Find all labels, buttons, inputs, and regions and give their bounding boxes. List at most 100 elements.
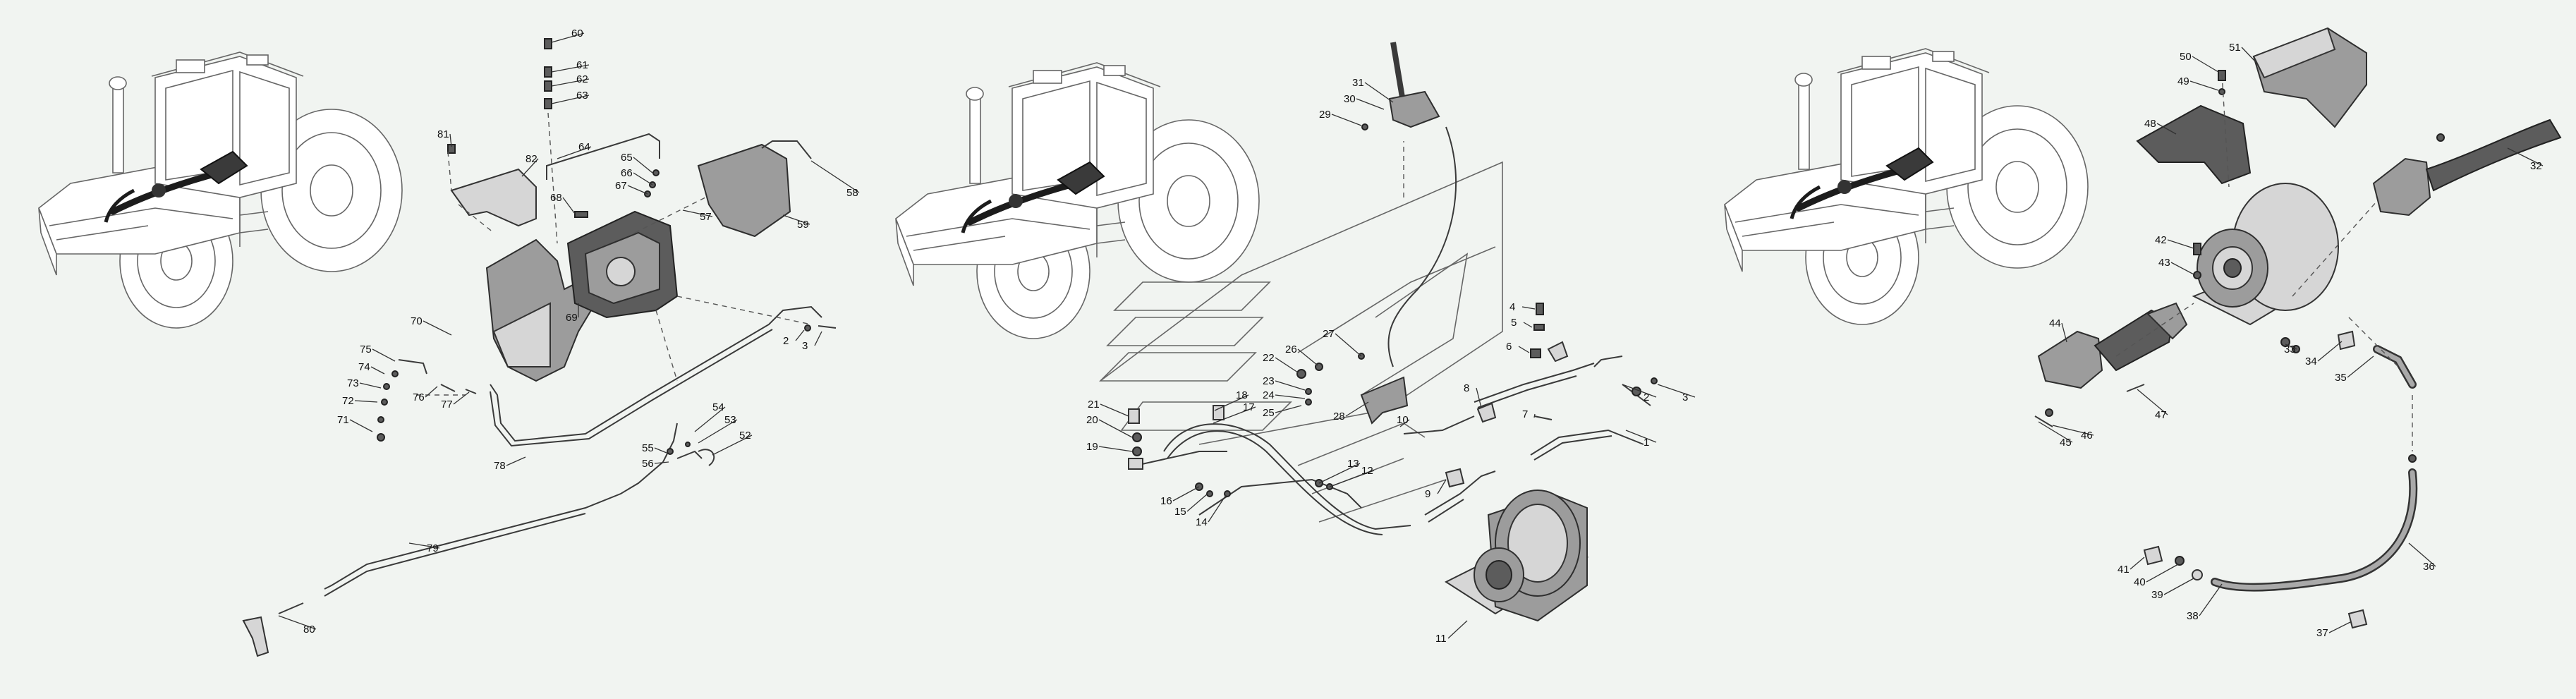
leader-line (354, 400, 378, 403)
part-callout-number: 37 (2316, 627, 2328, 639)
leader-line (551, 78, 590, 87)
part-callout-number: 40 (2134, 576, 2146, 588)
leader-line (2061, 322, 2067, 343)
part-callout-number: 61 (576, 59, 588, 71)
leader-line (370, 366, 385, 375)
part-callout-number: 66 (621, 167, 633, 179)
part-callout-number: 72 (342, 395, 354, 407)
leader-line (2130, 557, 2145, 570)
leader-line (1275, 405, 1302, 413)
leader-line (551, 95, 590, 104)
leader-line (2052, 425, 2094, 436)
leader-line (1172, 486, 1200, 502)
leader-line (1437, 479, 1447, 494)
part-callout-number: 62 (576, 73, 588, 85)
part-callout-number: 38 (2187, 610, 2199, 622)
leader-line (1476, 387, 1482, 408)
tractor-illustration-1 (39, 52, 402, 328)
part-callout-number: 17 (1243, 401, 1255, 413)
part-callout-number: 65 (621, 152, 633, 164)
part-callout-number: 39 (2151, 589, 2163, 601)
leader-line (2192, 56, 2219, 73)
leader-line (1345, 401, 1369, 417)
part-callout-number: 49 (2177, 75, 2189, 87)
leader-line (1521, 306, 1536, 310)
leader-line (372, 348, 396, 362)
part-callout-number: 76 (413, 391, 425, 403)
part-callout-number: 24 (1263, 389, 1275, 401)
leader-line (1329, 470, 1375, 487)
part-callout-number: 14 (1196, 516, 1208, 528)
part-callout-number: 81 (437, 128, 449, 140)
part-callout-number: 58 (846, 187, 858, 199)
part-callout-number: 79 (427, 542, 439, 554)
leader-line (1447, 620, 1468, 639)
part-callout-number: 56 (642, 458, 654, 470)
part-callout-number: 75 (360, 344, 372, 355)
part-callout-number: 60 (571, 28, 583, 39)
leader-line (2199, 583, 2223, 616)
part-callout-number: 11 (1435, 633, 1447, 645)
part-callout-number: 44 (2049, 317, 2061, 329)
leader-line (521, 158, 539, 177)
leader-line (1098, 446, 1133, 452)
part-callout-number: 32 (2530, 160, 2542, 172)
part-callout-number: 8 (1464, 382, 1469, 394)
leader-line (795, 329, 805, 341)
leader-line (2146, 564, 2179, 583)
leader-line (1518, 346, 1530, 353)
part-callout-number: 20 (1086, 414, 1098, 426)
part-callout-number: 80 (303, 624, 315, 636)
panel-3-parts (2034, 27, 2562, 629)
part-callout-number: 28 (1333, 411, 1345, 423)
leader-line (2241, 47, 2258, 64)
leader-line (1356, 98, 1385, 110)
part-callout-number: 3 (802, 340, 808, 352)
leader-line (408, 542, 440, 549)
part-callout-number: 31 (1352, 77, 1364, 89)
leader-line (810, 160, 860, 193)
part-callout-number: 71 (337, 414, 349, 426)
leader-line (551, 64, 590, 73)
part-callout-number: 78 (494, 460, 506, 472)
leader-line (557, 146, 592, 159)
leader-line (654, 447, 667, 454)
part-callout-number: 2 (1644, 391, 1649, 403)
leader-line (2317, 341, 2343, 362)
part-callout-number: 15 (1174, 506, 1186, 518)
panel-2-parts (1099, 42, 1658, 622)
leader-line (2167, 239, 2194, 249)
leader-line (1335, 333, 1362, 357)
leader-line (1275, 380, 1306, 391)
leader-line (633, 172, 653, 186)
part-callout-number: 18 (1236, 389, 1248, 401)
part-callout-number: 10 (1397, 414, 1409, 426)
tractor-illustration-2 (896, 63, 1259, 339)
part-callout-number: 41 (2118, 564, 2130, 576)
part-callout-number: 5 (1511, 317, 1517, 329)
leader-line (1297, 348, 1318, 366)
part-callout-number: 16 (1160, 495, 1172, 507)
part-callout-number: 19 (1086, 441, 1098, 453)
leader-line (654, 461, 669, 464)
leader-line (562, 197, 576, 214)
part-callout-number: 35 (2335, 372, 2347, 384)
part-callout-number: 64 (578, 141, 590, 153)
leader-line (1625, 430, 1657, 443)
part-callout-number: 47 (2155, 409, 2167, 421)
leader-line (633, 157, 653, 174)
leader-line (2170, 262, 2196, 276)
part-callout-number: 36 (2423, 561, 2435, 573)
part-callout-number: 57 (700, 211, 712, 223)
part-callout-number: 45 (2060, 437, 2072, 449)
leader-line (814, 331, 822, 346)
leader-line (449, 133, 452, 147)
leader-line (359, 382, 382, 389)
part-callout-number: 69 (566, 312, 578, 324)
panel-1-parts (242, 38, 837, 657)
part-callout-number: 42 (2155, 234, 2167, 246)
part-callout-number: 9 (1425, 488, 1430, 500)
